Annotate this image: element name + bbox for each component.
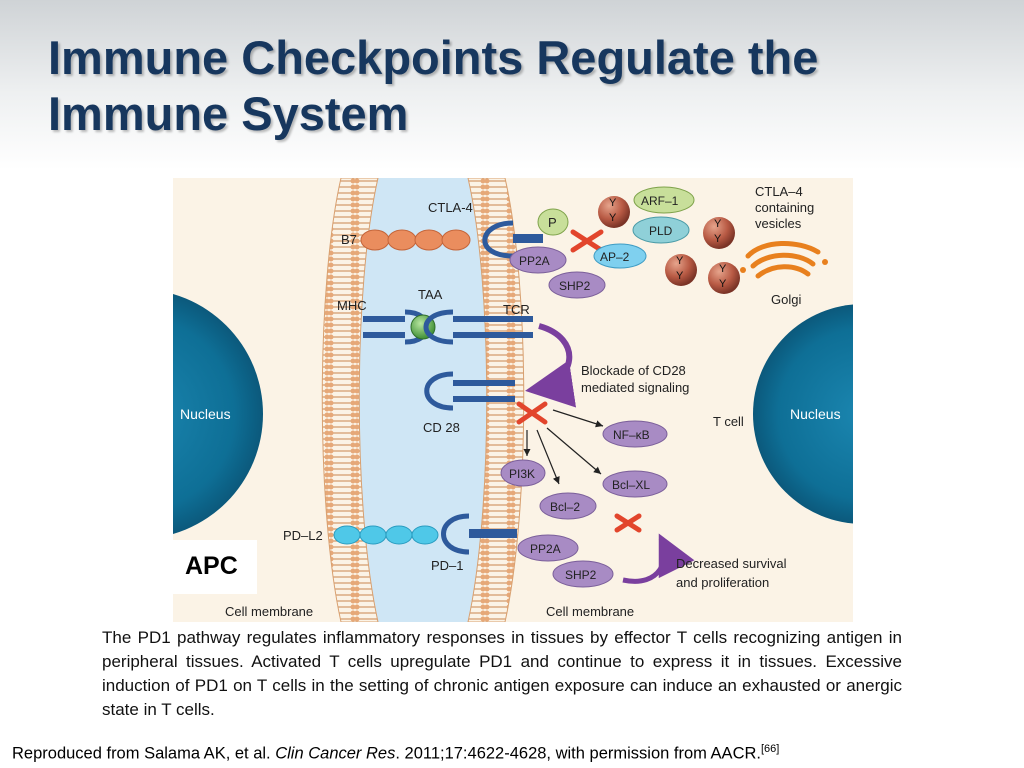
svg-text:Y: Y [609, 197, 617, 209]
svg-text:Y: Y [676, 270, 684, 282]
p-node: P [537, 208, 569, 236]
svg-text:SHP2: SHP2 [565, 568, 597, 582]
membrane-right-label: Cell membrane [546, 604, 634, 619]
y-ball-3: Y Y [665, 254, 697, 286]
y-ball-4: Y Y [708, 262, 740, 294]
membrane-left-label: Cell membrane [225, 604, 313, 619]
inhibit-x-top [570, 229, 604, 253]
decreased-label-1: Decreased survival [676, 556, 787, 571]
pi3k-node: PI3K [500, 459, 546, 487]
ctla4-receptor [482, 220, 543, 259]
nfkb-node: NF–κB [602, 420, 668, 448]
tcr-label: TCR [503, 302, 530, 317]
golgi-apparatus [740, 240, 828, 279]
pdl2-ligand [333, 525, 439, 545]
svg-text:Y: Y [609, 212, 617, 224]
svg-text:Y: Y [719, 278, 727, 290]
svg-text:AP–2: AP–2 [600, 250, 630, 264]
nucleus-right-label: Nucleus [790, 406, 841, 422]
ap2-node: AP–2 [593, 243, 647, 269]
inhibit-x-middle [516, 401, 548, 425]
checkpoint-diagram: Nucleus Nucleus CTLA-4 B7 P PP2A SHP2 Y … [173, 178, 853, 622]
svg-text:PP2A: PP2A [530, 542, 561, 556]
cd28-receptor [424, 371, 515, 411]
svg-text:Bcl–XL: Bcl–XL [612, 478, 650, 492]
slide-title-line-2: Immune System [48, 87, 409, 140]
shp2-bottom-node: SHP2 [552, 560, 614, 588]
svg-text:Y: Y [719, 263, 727, 275]
pd1-label: PD–1 [431, 558, 464, 573]
svg-text:Y: Y [714, 233, 722, 245]
vesicles-label-3: vesicles [755, 216, 802, 231]
decreased-arrow [622, 533, 695, 584]
cd28-label: CD 28 [423, 420, 460, 435]
blockade-arrow [525, 323, 577, 408]
golgi-label: Golgi [771, 292, 801, 307]
title-band [0, 0, 1024, 170]
citation-reference: [66] [760, 743, 780, 755]
nucleus-left [173, 294, 263, 534]
blockade-label-1: Blockade of CD28 [581, 363, 686, 378]
blockade-label-2: mediated signaling [581, 380, 689, 395]
y-ball-2: Y Y [703, 217, 735, 249]
pd1-receptor [441, 513, 517, 555]
inhibit-x-bottom [614, 513, 642, 533]
citation-suffix: . 2011;17:4622-4628, with permission fro… [395, 744, 761, 763]
pp2a-top-node: PP2A [509, 246, 567, 274]
decreased-label-2: and proliferation [676, 575, 769, 590]
signal-arrows [523, 409, 604, 485]
tcell-label: T cell [713, 414, 744, 429]
b7-ligand [360, 229, 471, 251]
shp2-top-node: SHP2 [548, 271, 606, 299]
svg-text:Bcl–2: Bcl–2 [550, 500, 580, 514]
slide-title: Immune Checkpoints Regulate the Immune S… [48, 30, 948, 142]
vesicles-label-1: CTLA–4 [755, 184, 803, 199]
taa-label: TAA [418, 287, 443, 302]
citation-prefix: Reproduced from Salama AK, et al. [12, 744, 276, 763]
apc-membrane [321, 178, 379, 622]
b7-label: B7 [341, 232, 357, 247]
apc-label: APC [185, 552, 238, 580]
apc-label-box [173, 540, 257, 594]
bcl2-node: Bcl–2 [539, 492, 597, 520]
citation-journal: Clin Cancer Res [275, 744, 396, 763]
svg-text:SHP2: SHP2 [559, 279, 591, 293]
pp2a-bottom-node: PP2A [517, 534, 579, 562]
svg-text:Y: Y [676, 255, 684, 267]
svg-text:PI3K: PI3K [509, 467, 535, 481]
bclxl-node: Bcl–XL [602, 470, 668, 498]
svg-text:Y: Y [714, 218, 722, 230]
svg-text:P: P [548, 215, 557, 230]
pld-node: PLD [632, 216, 690, 244]
citation: Reproduced from Salama AK, et al. Clin C… [12, 743, 1012, 764]
nucleus-left-label: Nucleus [180, 406, 231, 422]
mhc-label: MHC [337, 298, 367, 313]
ctla4-label: CTLA-4 [428, 200, 473, 215]
slide-title-line-1: Immune Checkpoints Regulate the [48, 31, 819, 84]
arf1-node: ARF–1 [633, 186, 695, 214]
vesicles-label-2: containing [755, 200, 814, 215]
svg-text:NF–κB: NF–κB [613, 428, 650, 442]
svg-text:PLD: PLD [649, 224, 673, 238]
nucleus-right [753, 304, 853, 524]
svg-text:ARF–1: ARF–1 [641, 194, 679, 208]
figure-caption: The PD1 pathway regulates inflammatory r… [102, 628, 902, 719]
svg-text:PP2A: PP2A [519, 254, 550, 268]
synaptic-cleft [359, 178, 487, 622]
tcr-receptor [423, 309, 533, 345]
pdl2-label: PD–L2 [283, 528, 323, 543]
y-ball-1: Y Y [598, 196, 630, 228]
